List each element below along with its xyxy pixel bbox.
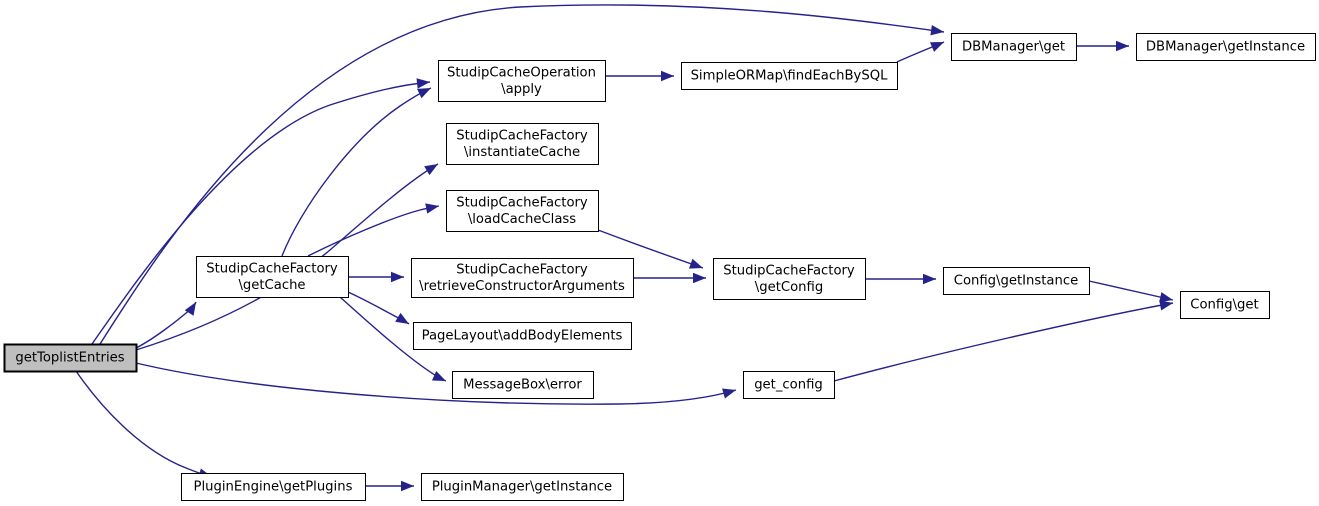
node-label: StudipCacheFactory — [456, 128, 588, 143]
node-label: StudipCacheFactory — [723, 263, 855, 278]
arrow-head-icon — [424, 164, 438, 176]
node-box[interactable] — [446, 190, 599, 232]
node-box[interactable] — [413, 322, 632, 350]
node-label: getToplistEntries — [15, 351, 124, 366]
node-label: DBManager\getInstance — [1146, 40, 1305, 55]
call-edge-getToplistEntries-to-getPlugins — [75, 370, 213, 479]
graph-node-messageBoxError[interactable]: MessageBox\error — [452, 371, 594, 399]
graph-node-get_config[interactable]: get_config — [743, 371, 835, 399]
graph-node-configGet[interactable]: Config\get — [1180, 291, 1270, 319]
node-box[interactable] — [743, 371, 835, 399]
arrow-head-icon — [1159, 292, 1173, 303]
node-box[interactable] — [196, 256, 349, 298]
node-box[interactable] — [438, 60, 606, 102]
graph-node-getConfig[interactable]: StudipCacheFactory \getConfig — [713, 258, 866, 300]
node-box[interactable] — [452, 371, 594, 399]
node-box[interactable] — [421, 473, 624, 501]
graph-node-dbManagerGetInstance[interactable]: DBManager\getInstance — [1136, 33, 1316, 61]
call-edge-getCache-to-retrieveConstructorArgs — [348, 271, 404, 283]
node-label: StudipCacheFactory — [456, 262, 588, 277]
arrow-head-icon — [923, 273, 936, 285]
node-label: \apply — [501, 82, 542, 97]
call-edge-findEachBySQL-to-dbManagerGet — [896, 41, 945, 63]
arrow-head-icon — [417, 88, 431, 99]
node-box[interactable] — [713, 258, 866, 300]
arrow-head-icon — [689, 258, 703, 269]
call-edge-getCache-to-loadCacheClass — [307, 203, 440, 257]
call-edge-getConfig-to-configGetInstance — [865, 273, 936, 285]
edge-layer — [75, 4, 1174, 492]
arrow-head-icon — [416, 78, 430, 89]
arrow-head-icon — [184, 302, 196, 316]
call-edge-getCache-to-apply — [281, 87, 432, 257]
graph-node-apply[interactable]: StudipCacheOperation \apply — [438, 60, 606, 102]
node-label: \getConfig — [755, 280, 823, 295]
node-label: PluginManager\getInstance — [432, 480, 612, 495]
graph-node-findEachBySQL[interactable]: SimpleORMap\findEachBySQL — [681, 62, 898, 90]
call-edge-getCache-to-messageBoxError — [339, 296, 447, 382]
node-label: get_config — [754, 378, 823, 393]
node-label: \loadCacheClass — [468, 212, 576, 227]
node-box[interactable] — [411, 258, 634, 298]
node-layer: getToplistEntries StudipCacheFactory \getC… — [3, 33, 1316, 501]
graph-node-getCache[interactable]: StudipCacheFactory \getCache — [196, 256, 349, 298]
call-edge-getCache-to-addBodyElements — [347, 291, 410, 325]
call-edge-getToplistEntries-to-apply — [91, 78, 431, 345]
node-label: \instantiateCache — [464, 145, 580, 160]
node-label: PageLayout\addBodyElements — [422, 329, 623, 344]
node-box[interactable] — [1136, 33, 1316, 61]
call-edge-get_config-to-configGet — [833, 300, 1174, 382]
node-label: \getCache — [238, 278, 305, 293]
node-box[interactable] — [681, 62, 898, 90]
arrow-head-icon — [401, 480, 414, 492]
arrow-head-icon — [1159, 300, 1173, 311]
graph-node-addBodyElements[interactable]: PageLayout\addBodyElements — [413, 322, 632, 350]
call-edge-getToplistEntries-to-instantiateCache — [135, 163, 439, 351]
call-edge-apply-to-findEachBySQL — [605, 70, 674, 82]
node-label: StudipCacheFactory — [206, 261, 338, 276]
call-edge-getPlugins-to-pluginManagerGetInstance — [365, 480, 414, 492]
arrow-head-icon — [693, 272, 706, 284]
call-edge-loadCacheClass-to-getConfig — [597, 229, 704, 269]
graph-node-getPlugins[interactable]: PluginEngine\getPlugins — [181, 473, 366, 501]
graph-node-loadCacheClass[interactable]: StudipCacheFactory \loadCacheClass — [446, 190, 599, 232]
arrow-head-icon — [425, 203, 439, 214]
call-edge-getToplistEntries-to-get_config — [135, 362, 737, 405]
arrow-head-icon — [930, 25, 944, 36]
graph-node-getToplistEntries[interactable]: getToplistEntries — [3, 343, 138, 373]
node-label: StudipCacheOperation — [447, 65, 596, 80]
graph-node-configGetInstance[interactable]: Config\getInstance — [943, 267, 1090, 295]
node-box[interactable] — [3, 343, 138, 373]
call-edge-getToplistEntries-to-getCache — [135, 301, 197, 349]
arrow-head-icon — [432, 370, 446, 381]
arrow-head-icon — [661, 70, 674, 82]
arrow-head-icon — [722, 388, 736, 399]
node-label: DBManager\get — [962, 40, 1065, 55]
node-box[interactable] — [951, 33, 1077, 61]
graph-node-instantiateCache[interactable]: StudipCacheFactory \instantiateCache — [446, 123, 599, 165]
call-edge-configGetInstance-to-configGet — [1088, 280, 1174, 303]
node-label: \retrieveConstructorArguments — [419, 279, 625, 294]
arrow-head-icon — [1116, 40, 1129, 52]
call-edge-retrieveConstructorArgs-to-getConfig — [633, 272, 706, 284]
node-label: MessageBox\error — [463, 378, 582, 393]
node-box[interactable] — [1180, 291, 1270, 319]
node-label: Config\get — [1190, 298, 1258, 313]
arrow-head-icon — [391, 271, 404, 283]
arrow-head-icon — [395, 312, 409, 324]
node-label: SimpleORMap\findEachBySQL — [691, 69, 889, 84]
graph-node-dbManagerGet[interactable]: DBManager\get — [951, 33, 1077, 61]
arrow-head-icon — [930, 42, 944, 52]
node-label: Config\getInstance — [954, 274, 1079, 289]
node-label: PluginEngine\getPlugins — [194, 480, 353, 495]
graph-node-pluginManagerGetInstance[interactable]: PluginManager\getInstance — [421, 473, 624, 501]
node-box[interactable] — [446, 123, 599, 165]
node-label: StudipCacheFactory — [456, 195, 588, 210]
node-box[interactable] — [181, 473, 366, 501]
call-edge-dbManagerGet-to-dbManagerGetInstance — [1076, 40, 1129, 52]
node-box[interactable] — [943, 267, 1090, 295]
graph-node-retrieveConstructorArgs[interactable]: StudipCacheFactory \retrieveConstructorAr… — [411, 258, 634, 298]
